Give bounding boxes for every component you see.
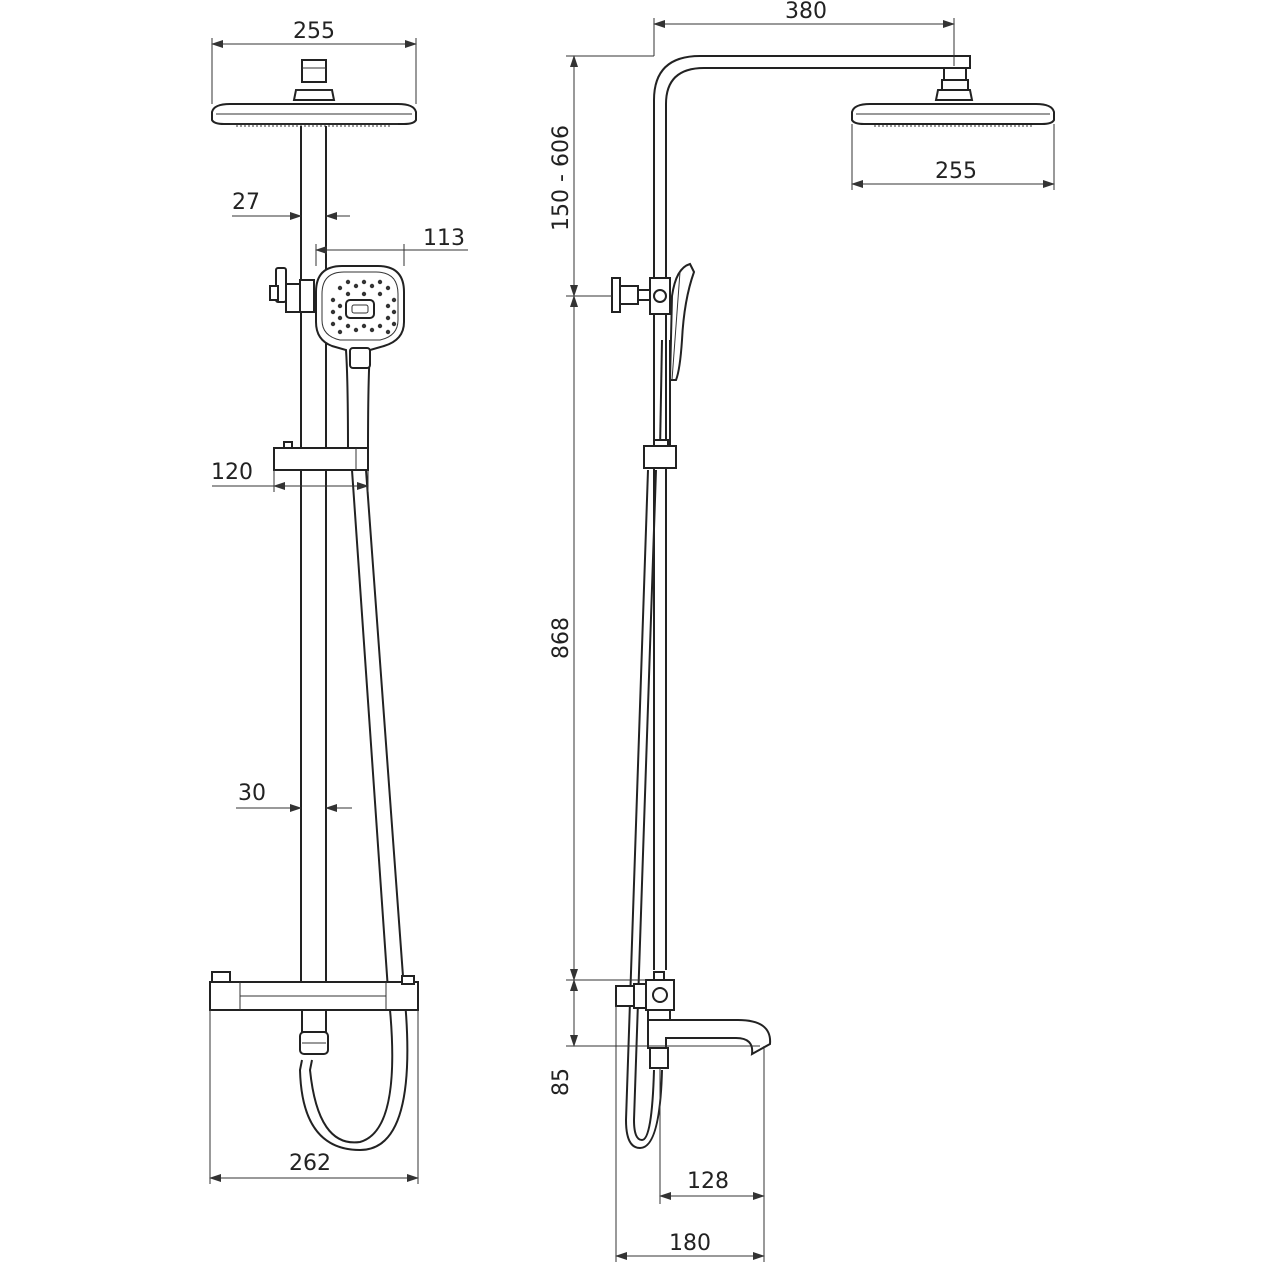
dim-outlet-height: 85 (549, 1068, 574, 1096)
dim-side-head-width: 255 (935, 159, 977, 184)
side-thermostat-spout (615, 971, 772, 1069)
side-shower-arm (653, 55, 971, 970)
side-view (566, 18, 1055, 1262)
dim-shelf-depth: 120 (211, 460, 253, 485)
side-rain-shower-head (851, 67, 1055, 127)
front-upper-holder (269, 267, 315, 313)
front-thermostat (209, 971, 419, 1055)
side-shelf (643, 439, 677, 469)
dim-spout-projection: 128 (687, 1169, 729, 1194)
nozzle-pattern (330, 279, 397, 335)
side-upper-holder (611, 277, 671, 315)
dim-total-depth: 180 (669, 1231, 711, 1256)
dim-front-head-width: 255 (293, 19, 335, 44)
front-rain-shower-head (211, 59, 417, 127)
front-hand-shower (315, 265, 405, 451)
front-hose (298, 469, 409, 1152)
dim-rail-height: 868 (549, 617, 574, 659)
side-dimensions (566, 18, 1055, 1262)
dim-rail-diameter-top: 27 (232, 190, 260, 215)
front-dimensions (209, 38, 468, 1184)
front-shelf (273, 441, 369, 471)
dim-rail-diameter-bottom: 30 (238, 781, 266, 806)
side-hand-shower (659, 262, 696, 451)
dim-height-adjust: 150 - 606 (549, 125, 574, 231)
side-hose (624, 469, 663, 1150)
front-vertical-rail (300, 126, 327, 982)
front-view (209, 38, 468, 1184)
dim-handshower-width: 113 (423, 226, 465, 251)
dim-arm-reach: 380 (785, 0, 827, 24)
dim-thermostat-width: 262 (289, 1151, 331, 1176)
